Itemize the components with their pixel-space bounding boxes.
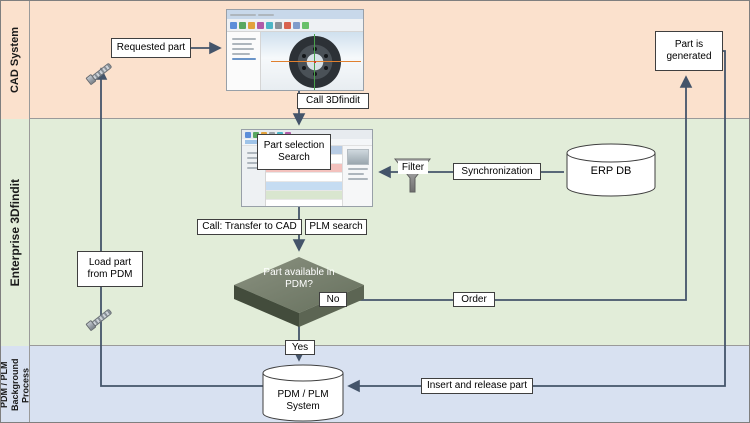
toolbar-icon — [257, 21, 264, 29]
erp-db-label: ERP DB — [566, 163, 656, 181]
table-row-selected — [266, 182, 342, 191]
toolbar-icon — [293, 21, 300, 29]
panel-item — [348, 178, 368, 180]
bolt-hole — [313, 47, 317, 51]
load-part-from-pdm-box: Load part from PDM — [77, 251, 143, 287]
arrow-generated-to-pdm — [347, 50, 726, 393]
no-text: No — [326, 293, 340, 305]
tree-item-selected — [232, 58, 256, 60]
pdm-plm-system-label: PDM / PLM System — [263, 384, 343, 418]
lane-label-enterprise-3dfindit: Enterprise 3Dfindit — [1, 119, 30, 346]
part-selection-search-box: Part selection Search — [257, 134, 331, 170]
cad-app-body — [227, 32, 363, 90]
call-3dfindit-box: Call 3Dfindit — [297, 93, 369, 109]
cad-app-thumbnail — [226, 9, 364, 91]
plm-search-label: PLM search — [309, 221, 363, 232]
toolbar-icon — [275, 21, 282, 29]
arrow-pdm-to-cad-loop — [94, 67, 263, 387]
plm-search-box: PLM search — [305, 219, 367, 235]
toolbar-icon — [239, 21, 246, 29]
decision-text: Part available in PDM? — [263, 267, 335, 290]
lane-label-cad-system: CAD System — [1, 1, 30, 119]
bolt-hole — [324, 54, 328, 58]
part-is-generated-label: Part is generated — [666, 39, 712, 62]
toolbar-icon — [248, 21, 255, 29]
yes-text: Yes — [291, 341, 309, 353]
origin-dot — [314, 61, 316, 63]
connector-lines — [94, 41, 726, 393]
order-label-box: Order — [453, 292, 495, 307]
titlebar-text — [230, 13, 256, 16]
no-label-box: No — [319, 292, 347, 307]
x-axis-line — [271, 61, 361, 62]
requested-part-label: Requested part — [116, 42, 186, 53]
synchronization-label: Synchronization — [461, 165, 533, 177]
table-row — [266, 173, 342, 182]
tree-item — [232, 48, 254, 50]
panel-item — [247, 162, 263, 164]
erp-db-cylinder — [566, 143, 656, 197]
toolbar-icon — [253, 131, 259, 138]
insert-and-release-part-label: Insert and release part — [426, 380, 528, 391]
panel-item — [348, 168, 368, 170]
findit-preview-panel — [342, 146, 372, 206]
decision-label: Part available in PDM? — [254, 264, 344, 294]
part-is-generated-box: Part is generated — [655, 31, 723, 71]
call-transfer-to-cad-box: Call: Transfer to CAD — [197, 219, 302, 235]
toolbar-icon — [266, 21, 273, 29]
lane-cad-system — [1, 1, 749, 119]
order-text: Order — [461, 293, 487, 305]
titlebar-text — [258, 13, 274, 16]
pdm-plm-cylinder — [262, 364, 344, 422]
cad-app-titlebar — [227, 10, 363, 19]
panel-item — [247, 167, 259, 169]
load-part-from-pdm-label: Load part from PDM — [87, 257, 133, 280]
panel-item — [247, 152, 262, 154]
call-transfer-to-cad-label: Call: Transfer to CAD — [202, 221, 297, 232]
erp-db-text: ERP DB — [590, 165, 632, 178]
synchronization-box: Synchronization — [453, 163, 541, 180]
call-3dfindit-label: Call 3Dfindit — [306, 95, 360, 106]
pdm-plm-system-text: PDM / PLM System — [277, 389, 329, 412]
bolt-hole — [324, 66, 328, 70]
bolt-hole — [302, 54, 306, 58]
cad-viewport — [261, 32, 363, 90]
tree-item — [232, 43, 252, 45]
panel-item — [348, 173, 364, 175]
toolbar-icon — [230, 21, 237, 29]
bolt-hole — [313, 72, 317, 76]
filter-label: Filter — [398, 161, 428, 174]
filter-text: Filter — [401, 161, 425, 173]
cad-app-ribbon — [227, 19, 363, 32]
insert-and-release-part-box: Insert and release part — [421, 378, 533, 394]
yes-label-box: Yes — [285, 340, 315, 355]
tree-item — [232, 38, 256, 40]
lane-label-pdm-plm: PDM / PLM Background Process — [1, 346, 30, 422]
toolbar-icon — [284, 21, 291, 29]
toolbar-icon — [302, 21, 309, 29]
requested-part-box: Requested part — [111, 38, 191, 58]
table-row-highlight-green — [266, 191, 342, 200]
bolt-hole — [302, 66, 306, 70]
tree-item — [232, 53, 250, 55]
cad-model-tree — [227, 32, 261, 90]
toolbar-icon — [245, 131, 251, 138]
lane-pdm-plm-background — [1, 346, 749, 422]
part-preview-image — [346, 149, 369, 165]
part-selection-search-label: Part selection Search — [263, 140, 325, 163]
panel-item — [247, 157, 260, 159]
